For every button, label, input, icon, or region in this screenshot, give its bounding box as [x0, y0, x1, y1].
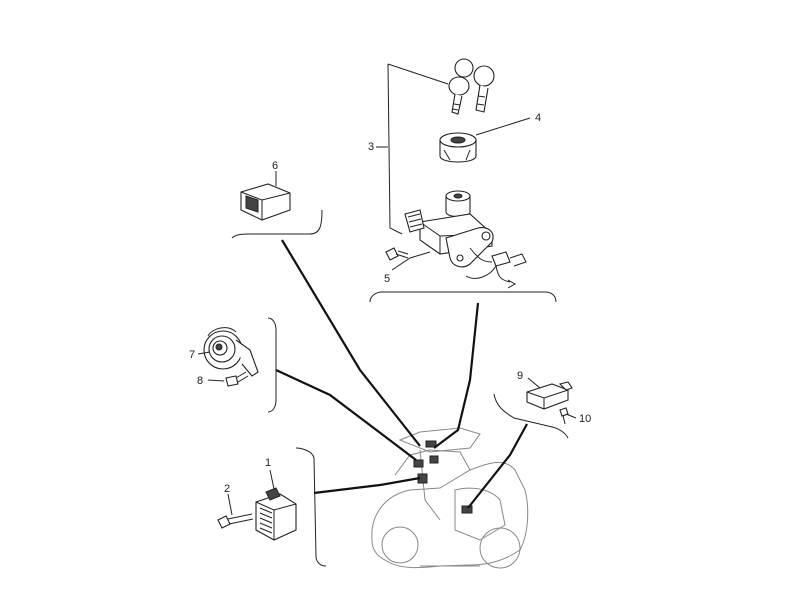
callout-9: 9	[517, 370, 523, 382]
scooter-marker-side	[461, 505, 473, 514]
part-2-bolt	[217, 493, 254, 529]
callout-1: 1	[265, 457, 271, 469]
part-1-regulator	[255, 469, 297, 541]
scooter-marker-left	[413, 459, 424, 468]
callout-7: 7	[189, 349, 195, 361]
callout-labels: 1 2 3 4 5 6 7 8 9 10	[189, 112, 591, 495]
part-6-cdi-unit	[240, 171, 291, 221]
part-4-lock-cylinder	[439, 117, 531, 163]
part-5-screw	[385, 247, 431, 271]
callout-8: 8	[197, 375, 203, 387]
scooter-outline	[371, 427, 529, 569]
ignition-switch-body	[404, 190, 527, 289]
scooter-marker-top	[425, 440, 437, 448]
callout-6: 6	[272, 160, 278, 172]
callout-10: 10	[579, 413, 591, 425]
leader-lines	[275, 239, 528, 509]
part-7-horn	[197, 327, 259, 377]
callout-2: 2	[224, 483, 230, 495]
part-8-bolt	[207, 371, 249, 387]
part-3-ignition-switch-set	[376, 58, 531, 289]
callout-4: 4	[535, 112, 541, 124]
callout-3: 3	[368, 141, 374, 153]
scooter-marker-mid	[429, 455, 439, 464]
group-brackets	[231, 209, 569, 567]
keys	[448, 58, 495, 115]
part-10-screw	[559, 407, 577, 425]
part-9-relay	[526, 377, 573, 410]
callout-5: 5	[384, 273, 390, 285]
